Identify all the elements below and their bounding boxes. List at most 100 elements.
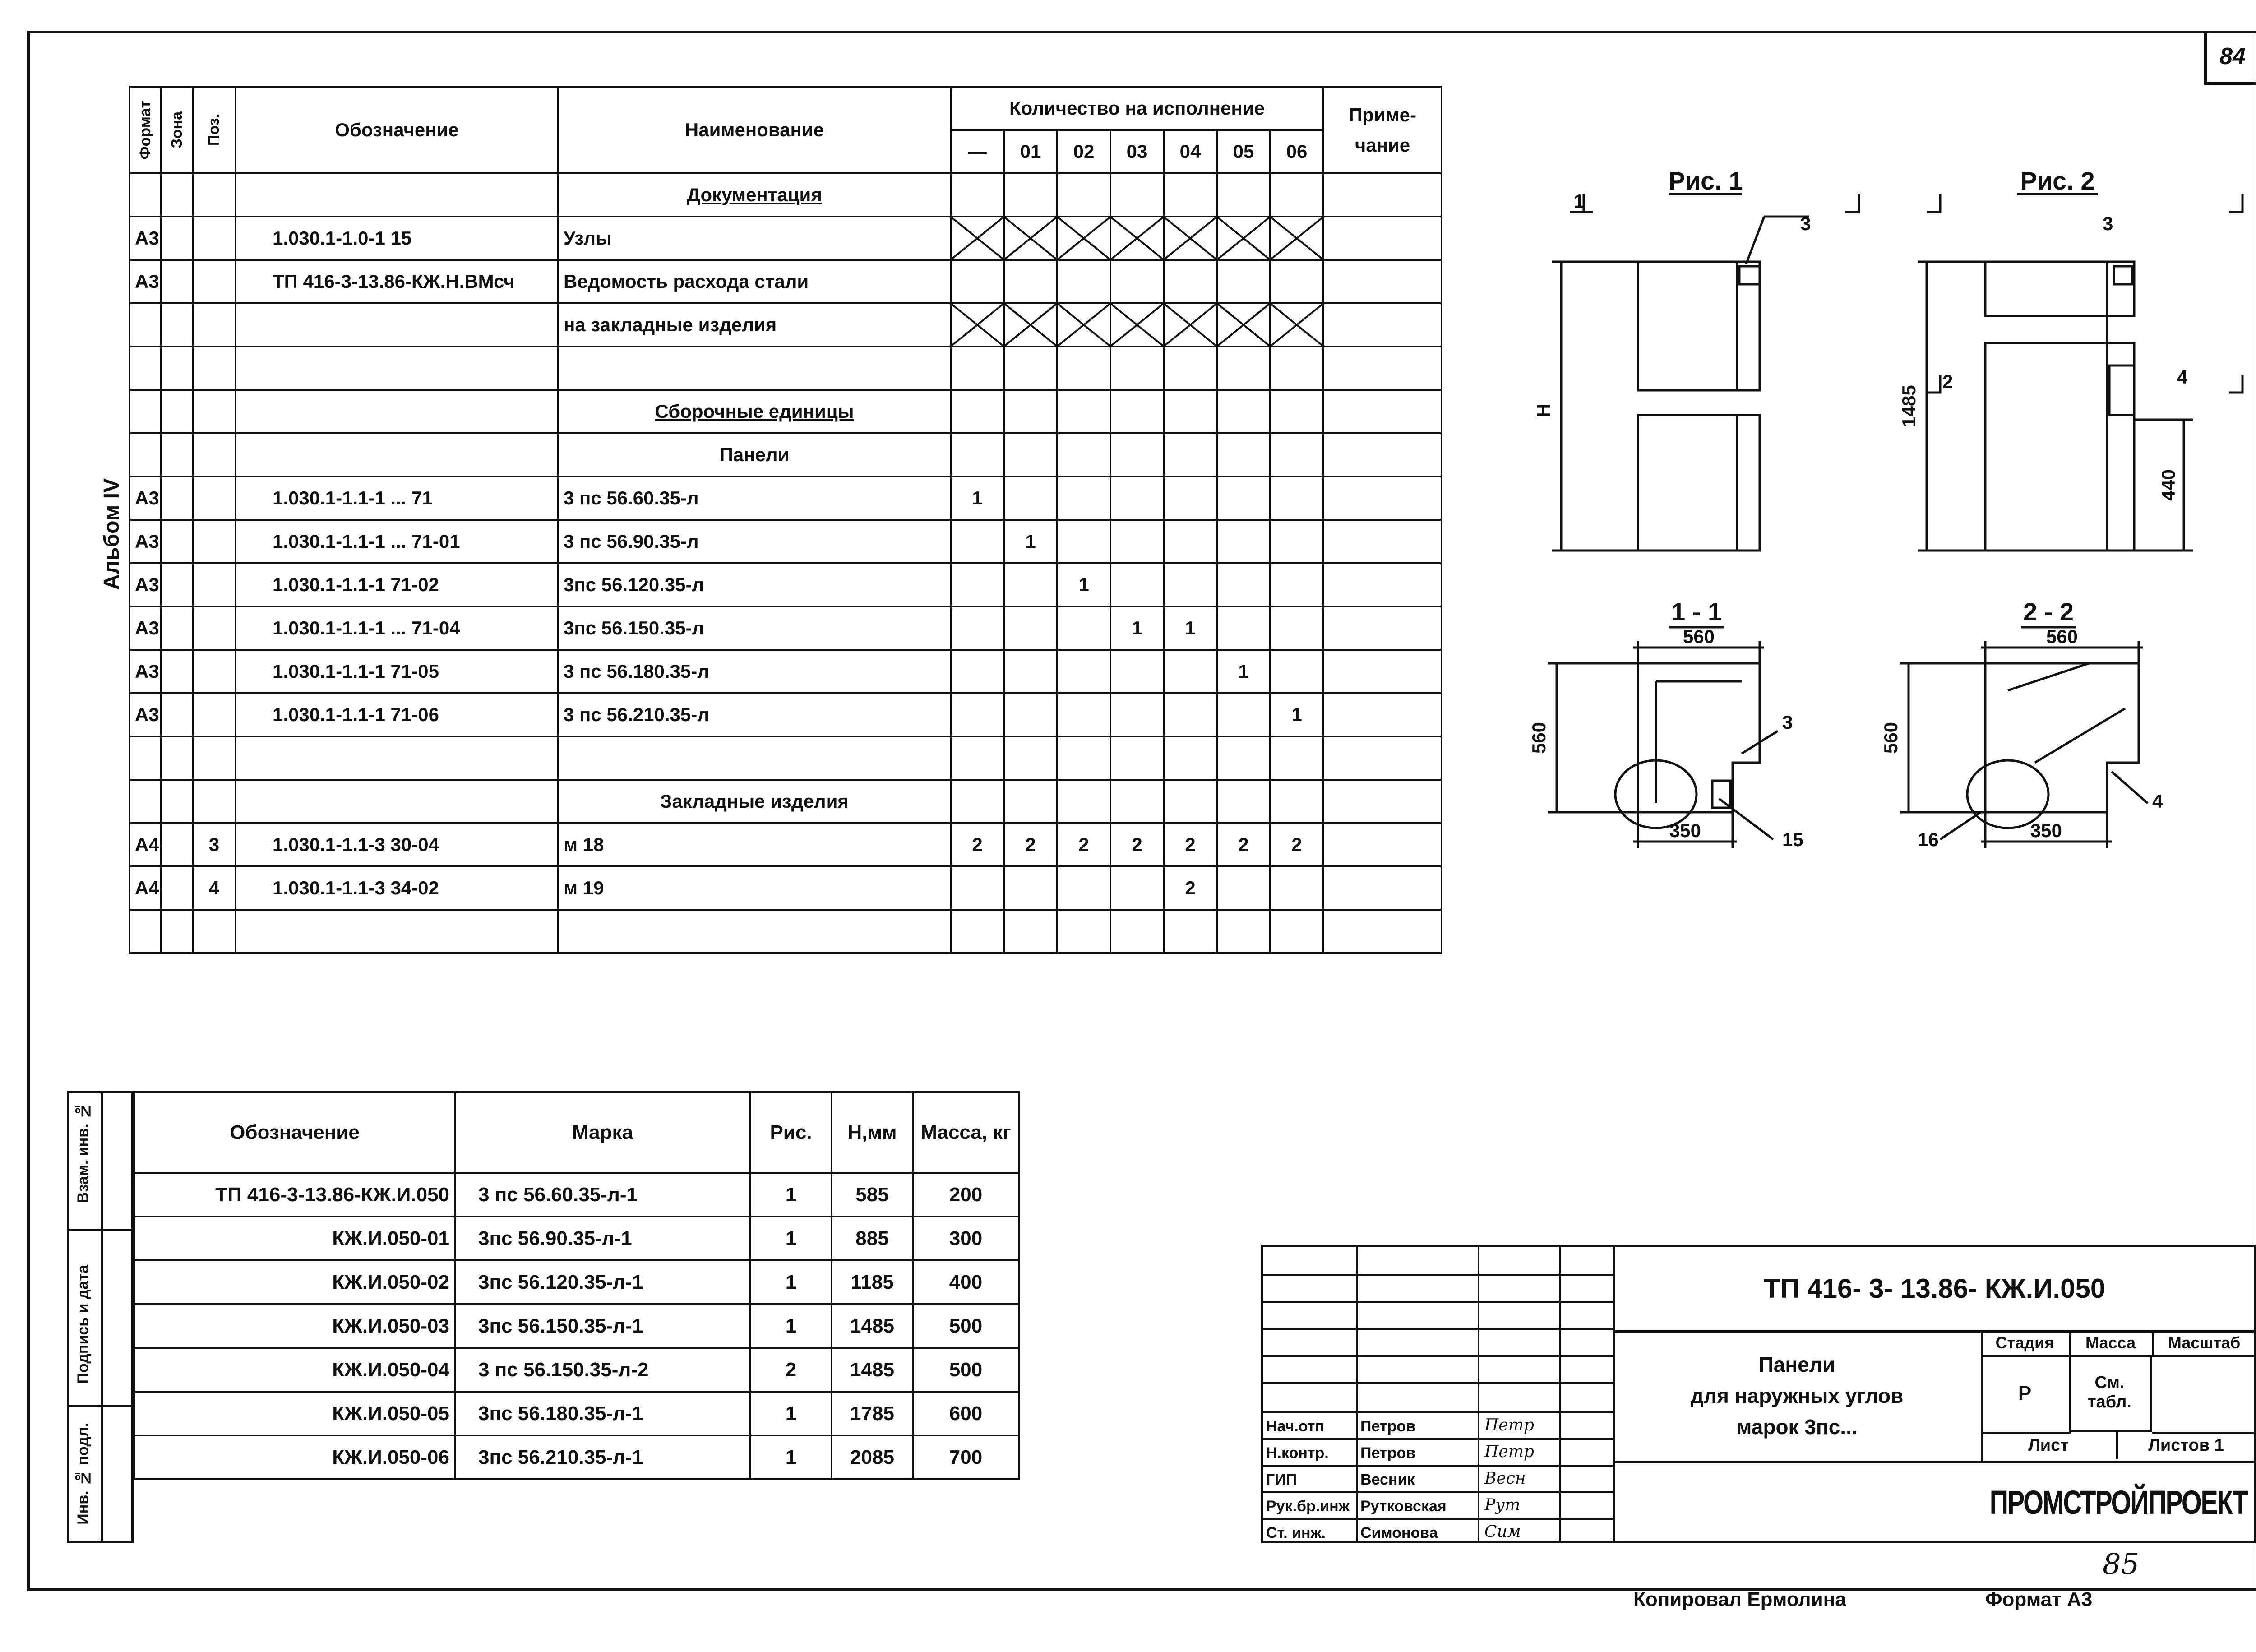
spec-cell-des bbox=[235, 432, 559, 477]
spec-qty-cell: 2 bbox=[1163, 865, 1218, 911]
spec-qty-cell bbox=[1056, 302, 1111, 347]
col-zone-label: Зона bbox=[168, 111, 185, 148]
marks-cell-mass: 500 bbox=[912, 1347, 1020, 1393]
signature-name: Петров bbox=[1360, 1444, 1415, 1462]
spec-qty-cell bbox=[1110, 389, 1165, 434]
spec-qty-cell bbox=[950, 692, 1005, 737]
dim-440: 440 bbox=[2158, 469, 2179, 501]
spec-note-cell bbox=[1322, 346, 1442, 391]
spec-cell-pos bbox=[192, 736, 236, 781]
marks-cell-fig: 1 bbox=[749, 1172, 832, 1217]
spec-cell-name: Ведомость расхода стали bbox=[557, 259, 952, 304]
spec-cell-des: 1.030.1-1.1-3 34-02 bbox=[235, 865, 559, 911]
spec-cell-fmt: А3 bbox=[129, 649, 162, 694]
spec-row: Закладные изделия bbox=[129, 779, 1442, 824]
spec-qty-cell bbox=[1110, 692, 1165, 737]
spec-qty-cell bbox=[1110, 476, 1165, 521]
marks-col-fig: Рис. bbox=[749, 1091, 832, 1174]
spec-cell-fmt: А3 bbox=[129, 562, 162, 607]
spec-qty-cell bbox=[1110, 259, 1165, 304]
variant-header-4: 04 bbox=[1163, 129, 1218, 174]
dim-560-a: 560 bbox=[1683, 626, 1715, 647]
spec-qty-cell bbox=[1056, 909, 1111, 954]
callout-4a: 4 bbox=[2177, 366, 2188, 388]
spec-qty-cell bbox=[1163, 562, 1218, 607]
spec-qty-cell bbox=[1056, 865, 1111, 911]
marks-cell-designation: КЖ.И.050-06 bbox=[134, 1435, 456, 1480]
variant-header-3: 03 bbox=[1110, 129, 1165, 174]
marks-cell-designation: КЖ.И.050-04 bbox=[134, 1347, 456, 1393]
spec-cell-fmt bbox=[129, 432, 162, 477]
dim-560-d: 560 bbox=[1880, 722, 1901, 754]
sheets-label: Листов 1 bbox=[2148, 1436, 2224, 1455]
spec-qty-cell bbox=[1269, 172, 1324, 217]
spec-qty-cell bbox=[950, 389, 1005, 434]
spec-cell-name: Закладные изделия bbox=[557, 779, 952, 824]
spec-qty-cell bbox=[1110, 649, 1165, 694]
marks-cell-h: 1485 bbox=[831, 1347, 914, 1393]
marks-cell-fig: 1 bbox=[749, 1259, 832, 1305]
spec-cell-zone bbox=[160, 692, 194, 737]
spec-row: Документация bbox=[129, 172, 1442, 217]
spec-cell-zone bbox=[160, 432, 194, 477]
marks-cell-mass: 400 bbox=[912, 1259, 1020, 1305]
spec-qty-cell bbox=[1269, 432, 1324, 477]
col-name: Наименование bbox=[557, 86, 952, 174]
spec-qty-cell bbox=[1110, 865, 1165, 911]
spec-qty-cell bbox=[950, 909, 1005, 954]
spec-cell-pos bbox=[192, 432, 236, 477]
mass-label: Масса bbox=[2069, 1330, 2154, 1357]
spec-qty-cell bbox=[1269, 649, 1324, 694]
spec-cell-fmt: А3 bbox=[129, 476, 162, 521]
spec-cell-pos bbox=[192, 389, 236, 434]
marks-cell-fig: 2 bbox=[749, 1347, 832, 1393]
spec-cell-name: м 18 bbox=[557, 822, 952, 867]
spec-qty-cell bbox=[1269, 389, 1324, 434]
spec-note-cell bbox=[1322, 822, 1442, 867]
spec-note-cell bbox=[1322, 389, 1442, 434]
mass-value: См. табл. bbox=[2069, 1355, 2152, 1432]
spec-cell-fmt bbox=[129, 779, 162, 824]
specification-table: Формат Зона Поз. Обозначение Наименовани… bbox=[129, 86, 1442, 954]
spec-cell-zone bbox=[160, 562, 194, 607]
spec-qty-cell bbox=[1003, 692, 1058, 737]
spec-cell-fmt bbox=[129, 909, 162, 954]
spec-qty-cell bbox=[1110, 216, 1165, 261]
col-pos-label: Поз. bbox=[205, 114, 222, 146]
spec-qty-cell bbox=[1269, 779, 1324, 824]
spec-qty-cell bbox=[1003, 172, 1058, 217]
spec-qty-cell: 1 bbox=[1056, 562, 1111, 607]
spec-cell-des: 1.030.1-1.1-1 71-05 bbox=[235, 649, 559, 694]
spec-note-cell bbox=[1322, 476, 1442, 521]
spec-cell-zone bbox=[160, 216, 194, 261]
spec-qty-cell bbox=[1003, 779, 1058, 824]
spec-qty-cell bbox=[1269, 909, 1324, 954]
spec-qty-cell bbox=[1003, 562, 1058, 607]
spec-qty-cell bbox=[1216, 736, 1271, 781]
spec-cell-des: 1.030.1-1.1-1 71-06 bbox=[235, 692, 559, 737]
spec-cell-pos bbox=[192, 302, 236, 347]
sheet-number: 84 bbox=[2204, 31, 2256, 85]
spec-qty-cell bbox=[1003, 259, 1058, 304]
signature-name: Весник bbox=[1360, 1471, 1415, 1488]
spec-cell-fmt bbox=[129, 302, 162, 347]
spec-cell-zone bbox=[160, 865, 194, 911]
marks-cell-mark: 3 пс 56.60.35-л-1 bbox=[454, 1172, 751, 1217]
signature: Петр bbox=[1484, 1443, 1534, 1461]
col-pos: Поз. bbox=[192, 86, 236, 174]
spec-cell-des bbox=[235, 302, 559, 347]
col-qty: Количество на исполнение bbox=[950, 86, 1324, 131]
spec-cell-name: 3пс 56.120.35-л bbox=[557, 562, 952, 607]
marks-cell-mark: 3пс 56.120.35-л-1 bbox=[454, 1259, 751, 1305]
spec-cell-des bbox=[235, 346, 559, 391]
marks-cell-h: 1785 bbox=[831, 1391, 914, 1436]
spec-qty-cell bbox=[1056, 736, 1111, 781]
